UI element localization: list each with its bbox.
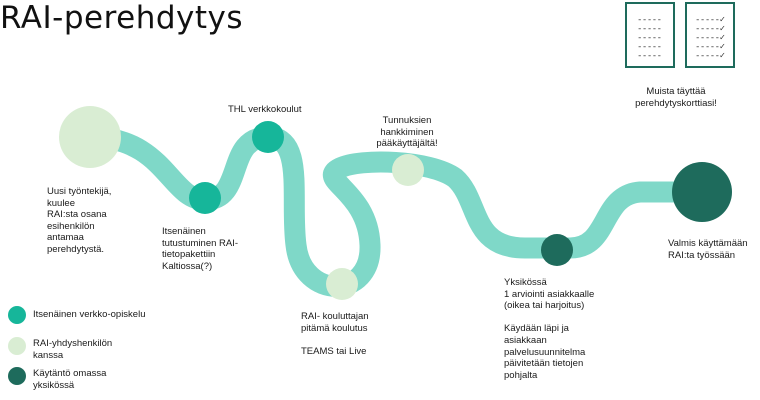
step-label-credentials: Tunnuksien hankkiminen pääkäyttäjältä! [376, 115, 438, 150]
legend-dot-contact-person [8, 337, 26, 355]
legend-label-contact-person: RAI-yhdyshenkilön kanssa [33, 338, 113, 361]
milestone-circle-self-study [189, 182, 221, 214]
reminder-text: Muista täyttää perehdytyskorttiasi! [635, 86, 717, 109]
step-label-new-employee: Uusi työntekijä, kuulee RAI:sta osana es… [47, 186, 112, 255]
milestone-circle-trainer-course [326, 268, 358, 300]
milestone-circle-credentials [392, 154, 424, 186]
blank-form-icon: ----- ----- ----- ----- ----- [625, 2, 675, 68]
step-label-self-study: Itsenäinen tutustuminen RAI- tietopakett… [162, 226, 239, 272]
step-label-trainer-course: RAI- kouluttajan pitämä koulutus TEAMS t… [301, 311, 369, 357]
winding-path [79, 126, 716, 297]
legend-label-unit-practice: Käytäntö omassa yksikössä [33, 368, 107, 391]
step-label-thl-course: THL verkkokoulut [228, 104, 302, 115]
milestone-circle-unit-practice [541, 234, 573, 266]
page-title: RAI-perehdytys [0, 0, 244, 36]
checklist-form-icon: -----✓ -----✓ -----✓ -----✓ -----✓ [685, 2, 735, 68]
legend-label-online-study: Itsenäinen verkko-opiskelu [33, 309, 146, 320]
milestone-circle-start [59, 106, 121, 168]
step-label-ready: Valmis käyttämään RAI:ta työssään [668, 238, 748, 261]
step-label-unit-practice: Yksikössä 1 arviointi asiakkaalle (oikea… [504, 277, 595, 381]
legend-dot-unit-practice [8, 367, 26, 385]
legend-dot-online-study [8, 306, 26, 324]
milestone-circle-thl-course [252, 121, 284, 153]
milestone-circle-ready [672, 162, 732, 222]
